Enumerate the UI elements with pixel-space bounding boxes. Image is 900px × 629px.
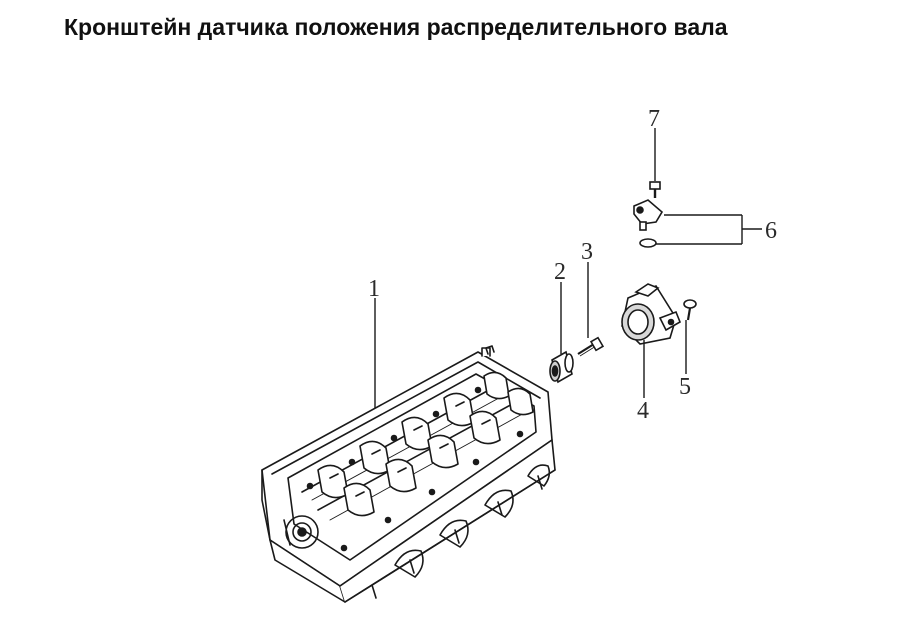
callout-4: 4	[637, 398, 649, 424]
callout-6: 6	[765, 218, 777, 244]
o-ring-part	[639, 238, 657, 248]
sensor-bracket-part	[621, 283, 682, 345]
cylinder-head-part	[261, 345, 556, 603]
diagram-title: Кронштейн датчика положения распределите…	[64, 14, 728, 40]
bushing-part	[549, 350, 574, 384]
callout-2: 2	[554, 259, 566, 285]
leader-lines	[374, 128, 762, 408]
camshaft-sensor-part	[633, 199, 664, 231]
bolt-part	[577, 336, 605, 357]
screw-part	[683, 299, 697, 321]
callout-3: 3	[581, 239, 593, 265]
callout-1: 1	[368, 276, 380, 302]
callout-5: 5	[679, 374, 691, 400]
callout-7: 7	[648, 106, 660, 132]
sensor-bolt-part	[649, 181, 661, 198]
